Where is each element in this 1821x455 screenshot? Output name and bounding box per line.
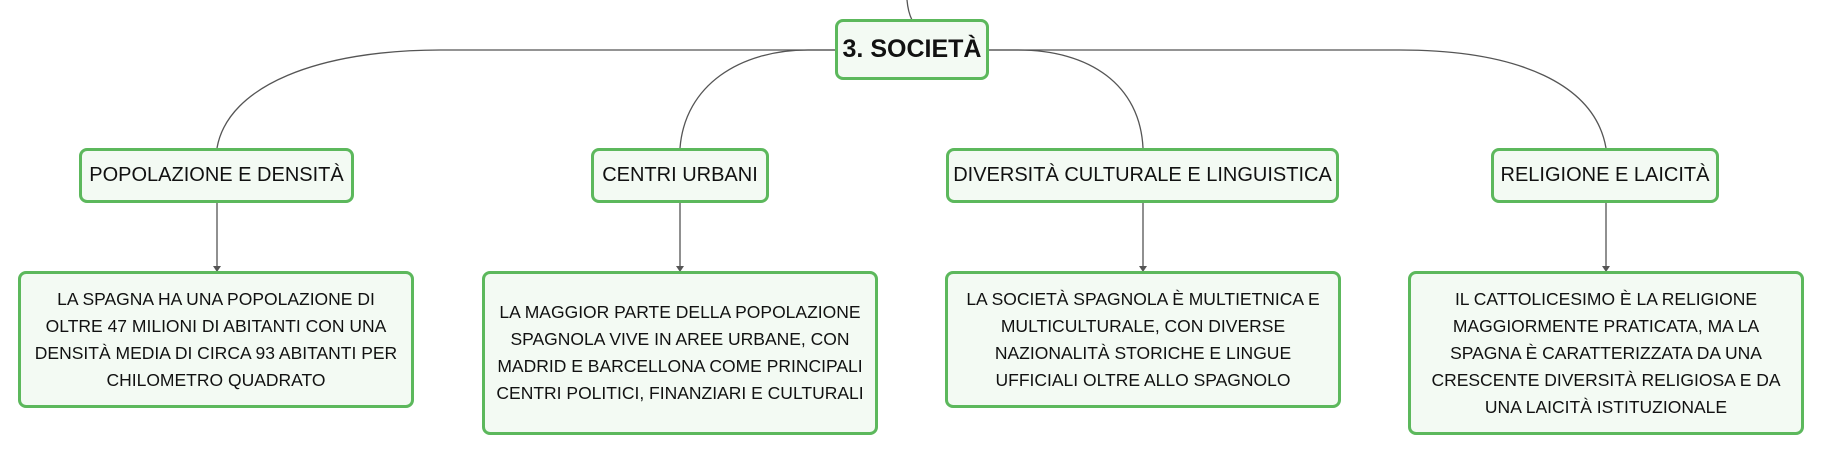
detail-node-centri-urbani[interactable]: LA MAGGIOR PARTE DELLA POPOLAZIONE SPAGN… <box>482 271 878 435</box>
topic-node-centri-urbani[interactable]: CENTRI URBANI <box>591 148 769 203</box>
topic-label: POPOLAZIONE E DENSITÀ <box>89 164 344 186</box>
root-node[interactable]: 3. SOCIETÀ <box>835 19 989 80</box>
topic-node-diversita[interactable]: DIVERSITÀ CULTURALE E LINGUISTICA <box>946 148 1339 203</box>
arrowhead-popolazione <box>213 266 221 272</box>
detail-text: IL CATTOLICESIMO È LA RELIGIONE MAGGIORM… <box>1431 288 1781 417</box>
connector-root-to-diversita <box>987 49 1144 149</box>
topic-node-popolazione[interactable]: POPOLAZIONE E DENSITÀ <box>79 148 354 203</box>
detail-text: LA MAGGIOR PARTE DELLA POPOLAZIONE SPAGN… <box>496 302 864 403</box>
connector-root-to-centri <box>679 49 837 149</box>
arrowhead-diversita <box>1139 266 1147 272</box>
detail-node-popolazione[interactable]: LA SPAGNA HA UNA POPOLAZIONE DI OLTRE 47… <box>18 271 414 408</box>
connector-root-to-religione <box>987 49 1607 149</box>
topic-label: CENTRI URBANI <box>602 164 758 186</box>
root-label: 3. SOCIETÀ <box>842 35 982 63</box>
topic-label: RELIGIONE E LAICITÀ <box>1500 164 1710 186</box>
arrowhead-religione <box>1602 266 1610 272</box>
detail-node-diversita[interactable]: LA SOCIETÀ SPAGNOLA È MULTIETNICA E MULT… <box>945 271 1341 408</box>
detail-node-religione[interactable]: IL CATTOLICESIMO È LA RELIGIONE MAGGIORM… <box>1408 271 1804 435</box>
detail-text: LA SOCIETÀ SPAGNOLA È MULTIETNICA E MULT… <box>966 288 1320 390</box>
topic-label: DIVERSITÀ CULTURALE E LINGUISTICA <box>953 164 1332 186</box>
detail-text: LA SPAGNA HA UNA POPOLAZIONE DI OLTRE 47… <box>34 288 398 390</box>
connector-root-to-popolazione <box>216 49 837 149</box>
connector-parent-to-root <box>906 0 913 21</box>
arrowhead-centri <box>676 266 684 272</box>
topic-node-religione[interactable]: RELIGIONE E LAICITÀ <box>1491 148 1719 203</box>
